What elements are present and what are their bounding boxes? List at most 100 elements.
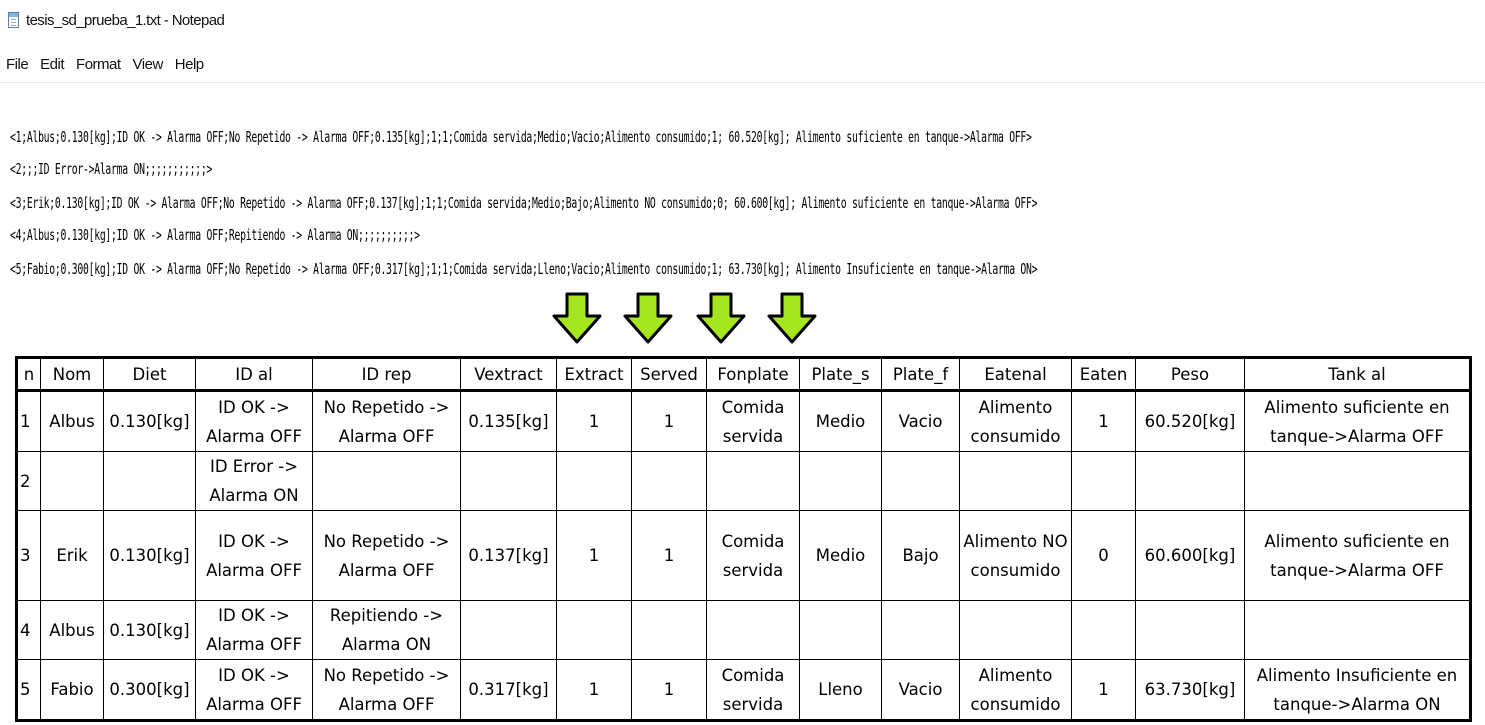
table-cell: 60.520[kg] <box>1135 390 1245 452</box>
table-cell: 1 <box>1071 659 1136 721</box>
arrow-group <box>0 292 1485 348</box>
column-header: n <box>16 357 41 392</box>
table-cell <box>706 451 800 511</box>
table-cell: ID OK -> Alarma OFF <box>195 659 313 721</box>
table-cell: 1 <box>1071 390 1136 452</box>
table-cell: Alimento Insuficiente en tanque->Alarma … <box>1244 659 1471 721</box>
table-cell <box>103 451 196 511</box>
table-cell: Vacio <box>881 659 960 721</box>
column-header: Plate_s <box>799 357 882 392</box>
table-cell: ID OK -> Alarma OFF <box>195 600 313 660</box>
table-cell <box>881 600 960 660</box>
table-cell <box>799 600 882 660</box>
table-cell: Alimento NO consumido <box>959 510 1072 601</box>
table-cell: 0.317[kg] <box>460 659 557 721</box>
table-cell: 0.130[kg] <box>103 510 196 601</box>
column-header: Plate_f <box>881 357 960 392</box>
column-header: Peso <box>1135 357 1245 392</box>
editor-line-4: <4;Albus;0.130[kg];ID OK -> Alarma OFF;R… <box>10 226 420 244</box>
table-cell: 60.600[kg] <box>1135 510 1245 601</box>
table-cell: 1 <box>556 390 632 452</box>
column-header: Eaten <box>1071 357 1136 392</box>
table-cell: No Repetido -> Alarma OFF <box>312 390 461 452</box>
table-cell <box>631 600 707 660</box>
down-arrow-icon <box>767 292 817 344</box>
table-cell: ID OK -> Alarma OFF <box>195 510 313 601</box>
table-cell: 0.130[kg] <box>103 390 196 452</box>
table-cell: 0.137[kg] <box>460 510 557 601</box>
table-cell <box>312 451 461 511</box>
table-cell: Bajo <box>881 510 960 601</box>
editor-line-2: <2;;;ID Error->Alarma ON;;;;;;;;;;;> <box>10 160 213 178</box>
table-cell: ID OK -> Alarma OFF <box>195 390 313 452</box>
table-cell: 1 <box>631 659 707 721</box>
menu-divider <box>0 82 1485 83</box>
down-arrow-icon <box>623 292 673 344</box>
menu-file[interactable]: File <box>6 56 29 73</box>
table-cell: Medio <box>799 510 882 601</box>
table-cell: Comida servida <box>706 390 800 452</box>
table-cell: 0.300[kg] <box>103 659 196 721</box>
notepad-icon <box>8 12 19 28</box>
table-cell: ID Error -> Alarma ON <box>195 451 313 511</box>
table-cell: Erik <box>40 510 104 601</box>
table-cell <box>959 600 1072 660</box>
table-cell: Alimento consumido <box>959 390 1072 452</box>
table-cell: 1 <box>556 510 632 601</box>
table-cell: 2 <box>16 451 41 511</box>
table-cell: Repitiendo -> Alarma ON <box>312 600 461 660</box>
table-cell: Albus <box>40 390 104 452</box>
table-cell: 3 <box>16 510 41 601</box>
column-header: Vextract <box>460 357 557 392</box>
table-cell: 1 <box>16 390 41 452</box>
table-cell: Fabio <box>40 659 104 721</box>
table-cell <box>1135 600 1245 660</box>
down-arrow-icon <box>696 292 746 344</box>
table-cell <box>631 451 707 511</box>
column-header: Tank al <box>1244 357 1471 392</box>
table-cell <box>460 451 557 511</box>
table-cell <box>959 451 1072 511</box>
table-cell <box>556 451 632 511</box>
table-cell <box>460 600 557 660</box>
column-header: ID rep <box>312 357 461 392</box>
table-cell: 5 <box>16 659 41 721</box>
table-cell: 63.730[kg] <box>1135 659 1245 721</box>
table-cell: Comida servida <box>706 659 800 721</box>
table-cell: 0.130[kg] <box>103 600 196 660</box>
table-cell: Alimento consumido <box>959 659 1072 721</box>
table-row: 2 ID Error -> Alarma ON <box>16 451 1471 511</box>
table-cell: Alimento suficiente en tanque->Alarma OF… <box>1244 510 1471 601</box>
column-header: Fonplate <box>706 357 800 392</box>
table-cell <box>706 600 800 660</box>
column-header: Eatenal <box>959 357 1072 392</box>
table-cell: 0 <box>1071 510 1136 601</box>
table-cell: 1 <box>631 510 707 601</box>
table-cell: Vacio <box>881 390 960 452</box>
menu-view[interactable]: View <box>132 56 164 73</box>
editor-line-5: <5;Fabio;0.300[kg];ID OK -> Alarma OFF;N… <box>10 260 1038 278</box>
table-cell: Albus <box>40 600 104 660</box>
table-cell: Medio <box>799 390 882 452</box>
table-cell: 0.135[kg] <box>460 390 557 452</box>
table-cell <box>1071 451 1136 511</box>
menu-help[interactable]: Help <box>174 56 204 73</box>
table-cell <box>1244 451 1471 511</box>
menu-edit[interactable]: Edit <box>40 56 65 73</box>
column-header: Diet <box>103 357 196 392</box>
editor-line-3: <3;Erik;0.130[kg];ID OK -> Alarma OFF;No… <box>10 194 1038 212</box>
menu-format[interactable]: Format <box>76 56 121 73</box>
table-cell: Lleno <box>799 659 882 721</box>
down-arrow-icon <box>552 292 602 344</box>
table-cell <box>40 451 104 511</box>
table-cell <box>1244 600 1471 660</box>
column-header: Served <box>631 357 707 392</box>
table-cell: No Repetido -> Alarma OFF <box>312 659 461 721</box>
table-cell <box>1135 451 1245 511</box>
